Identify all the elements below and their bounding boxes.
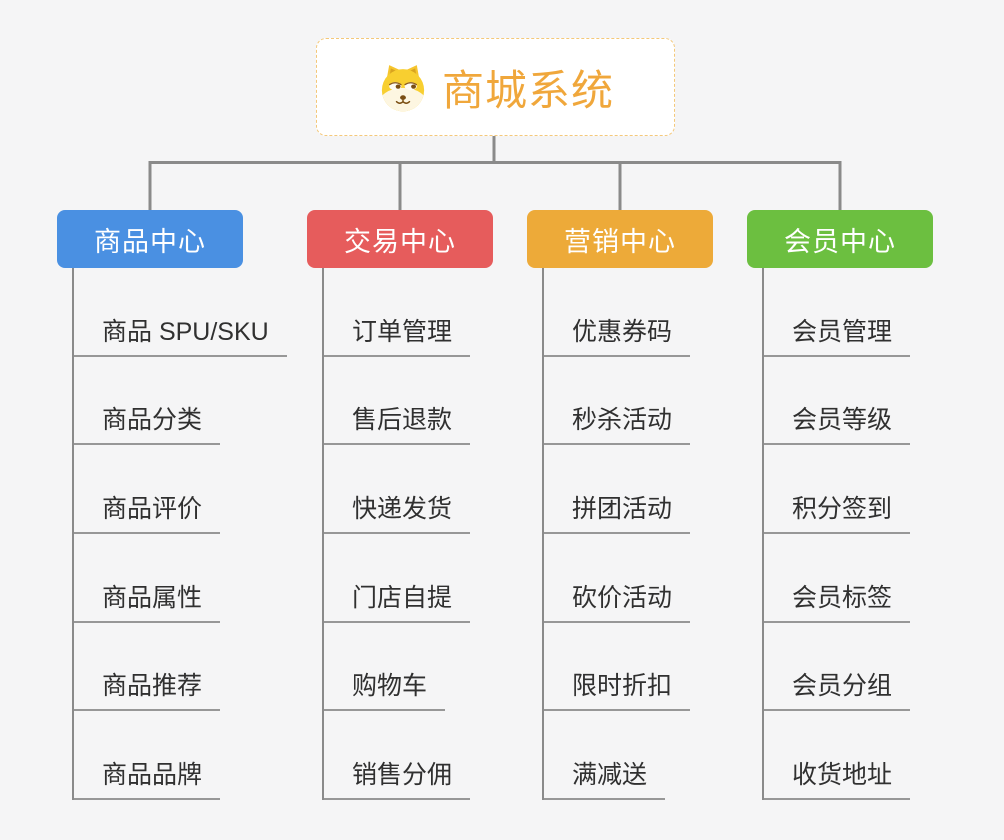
branch-column: 商品中心 商品 SPU/SKU 商品分类 商品评价 商品属性 商品推荐 商品品牌 — [57, 210, 297, 801]
leaf-node[interactable]: 商品属性 — [74, 534, 221, 623]
leaf-label: 购物车 — [324, 666, 446, 712]
branch-leaf-list: 商品 SPU/SKU 商品分类 商品评价 商品属性 商品推荐 商品品牌 — [72, 268, 297, 801]
leaf-node[interactable]: 商品推荐 — [74, 623, 221, 712]
leaf-label: 收货地址 — [764, 755, 911, 801]
root-node[interactable]: 商城系统 — [316, 38, 675, 136]
branch-leaf-list: 优惠券码 秒杀活动 拼团活动 砍价活动 限时折扣 满减送 — [542, 268, 767, 801]
leaf-label: 商品 SPU/SKU — [74, 312, 287, 357]
branch-leaf-list: 订单管理 售后退款 快递发货 门店自提 购物车 销售分佣 — [322, 268, 547, 801]
leaf-node[interactable]: 收货地址 — [764, 711, 911, 801]
leaf-label: 秒杀活动 — [544, 400, 691, 446]
leaf-label: 积分签到 — [764, 489, 911, 535]
leaf-label: 会员分组 — [764, 666, 911, 712]
branch-column: 交易中心 订单管理 售后退款 快递发货 门店自提 购物车 销售分佣 — [307, 210, 547, 801]
leaf-node[interactable]: 会员等级 — [764, 357, 911, 446]
leaf-node[interactable]: 销售分佣 — [324, 711, 471, 801]
leaf-label: 限时折扣 — [544, 666, 691, 712]
branch-column: 会员中心 会员管理 会员等级 积分签到 会员标签 会员分组 收货地址 — [747, 210, 987, 801]
leaf-label: 售后退款 — [324, 400, 471, 446]
leaf-label: 门店自提 — [324, 578, 471, 623]
leaf-node[interactable]: 门店自提 — [324, 534, 471, 623]
branch-label: 会员中心 — [784, 226, 896, 257]
leaf-label: 砍价活动 — [544, 578, 691, 623]
branch-node[interactable]: 商品中心 — [57, 210, 243, 268]
leaf-node[interactable]: 秒杀活动 — [544, 357, 691, 446]
leaf-label: 快递发货 — [324, 489, 471, 535]
leaf-label: 会员标签 — [764, 578, 911, 623]
leaf-label: 商品品牌 — [74, 755, 221, 801]
leaf-node[interactable]: 售后退款 — [324, 357, 471, 446]
leaf-node[interactable]: 快递发货 — [324, 445, 471, 535]
leaf-node[interactable]: 会员管理 — [764, 268, 911, 357]
root-title: 商城系统 — [441, 66, 614, 114]
leaf-node[interactable]: 商品品牌 — [74, 711, 221, 801]
dog-face-icon — [381, 65, 425, 112]
leaf-label: 订单管理 — [324, 312, 471, 357]
leaf-node[interactable]: 积分签到 — [764, 445, 911, 535]
leaf-label: 优惠券码 — [544, 312, 691, 357]
branch-column: 营销中心 优惠券码 秒杀活动 拼团活动 砍价活动 限时折扣 满减送 — [527, 210, 767, 801]
branch-label: 营销中心 — [564, 226, 676, 257]
leaf-node[interactable]: 商品评价 — [74, 445, 221, 535]
branch-leaf-list: 会员管理 会员等级 积分签到 会员标签 会员分组 收货地址 — [762, 268, 987, 801]
leaf-node[interactable]: 订单管理 — [324, 268, 471, 357]
leaf-label: 会员管理 — [764, 312, 911, 357]
leaf-label: 拼团活动 — [544, 489, 691, 535]
leaf-node[interactable]: 会员分组 — [764, 623, 911, 712]
leaf-node[interactable]: 优惠券码 — [544, 268, 691, 357]
leaf-label: 商品属性 — [74, 578, 221, 623]
branch-label: 交易中心 — [344, 226, 456, 257]
leaf-node[interactable]: 拼团活动 — [544, 445, 691, 535]
leaf-node[interactable]: 商品 SPU/SKU — [74, 268, 287, 357]
leaf-node[interactable]: 购物车 — [324, 623, 446, 712]
branch-node[interactable]: 营销中心 — [527, 210, 713, 268]
branch-node[interactable]: 交易中心 — [307, 210, 493, 268]
leaf-label: 会员等级 — [764, 400, 911, 446]
branch-node[interactable]: 会员中心 — [747, 210, 933, 268]
leaf-label: 商品推荐 — [74, 666, 221, 712]
leaf-label: 商品分类 — [74, 400, 221, 446]
leaf-node[interactable]: 商品分类 — [74, 357, 221, 446]
leaf-node[interactable]: 砍价活动 — [544, 534, 691, 623]
leaf-label: 商品评价 — [74, 489, 221, 535]
leaf-label: 销售分佣 — [324, 755, 471, 801]
leaf-node[interactable]: 限时折扣 — [544, 623, 691, 712]
leaf-label: 满减送 — [544, 755, 666, 801]
leaf-node[interactable]: 满减送 — [544, 711, 666, 801]
branch-label: 商品中心 — [94, 226, 206, 257]
leaf-node[interactable]: 会员标签 — [764, 534, 911, 623]
